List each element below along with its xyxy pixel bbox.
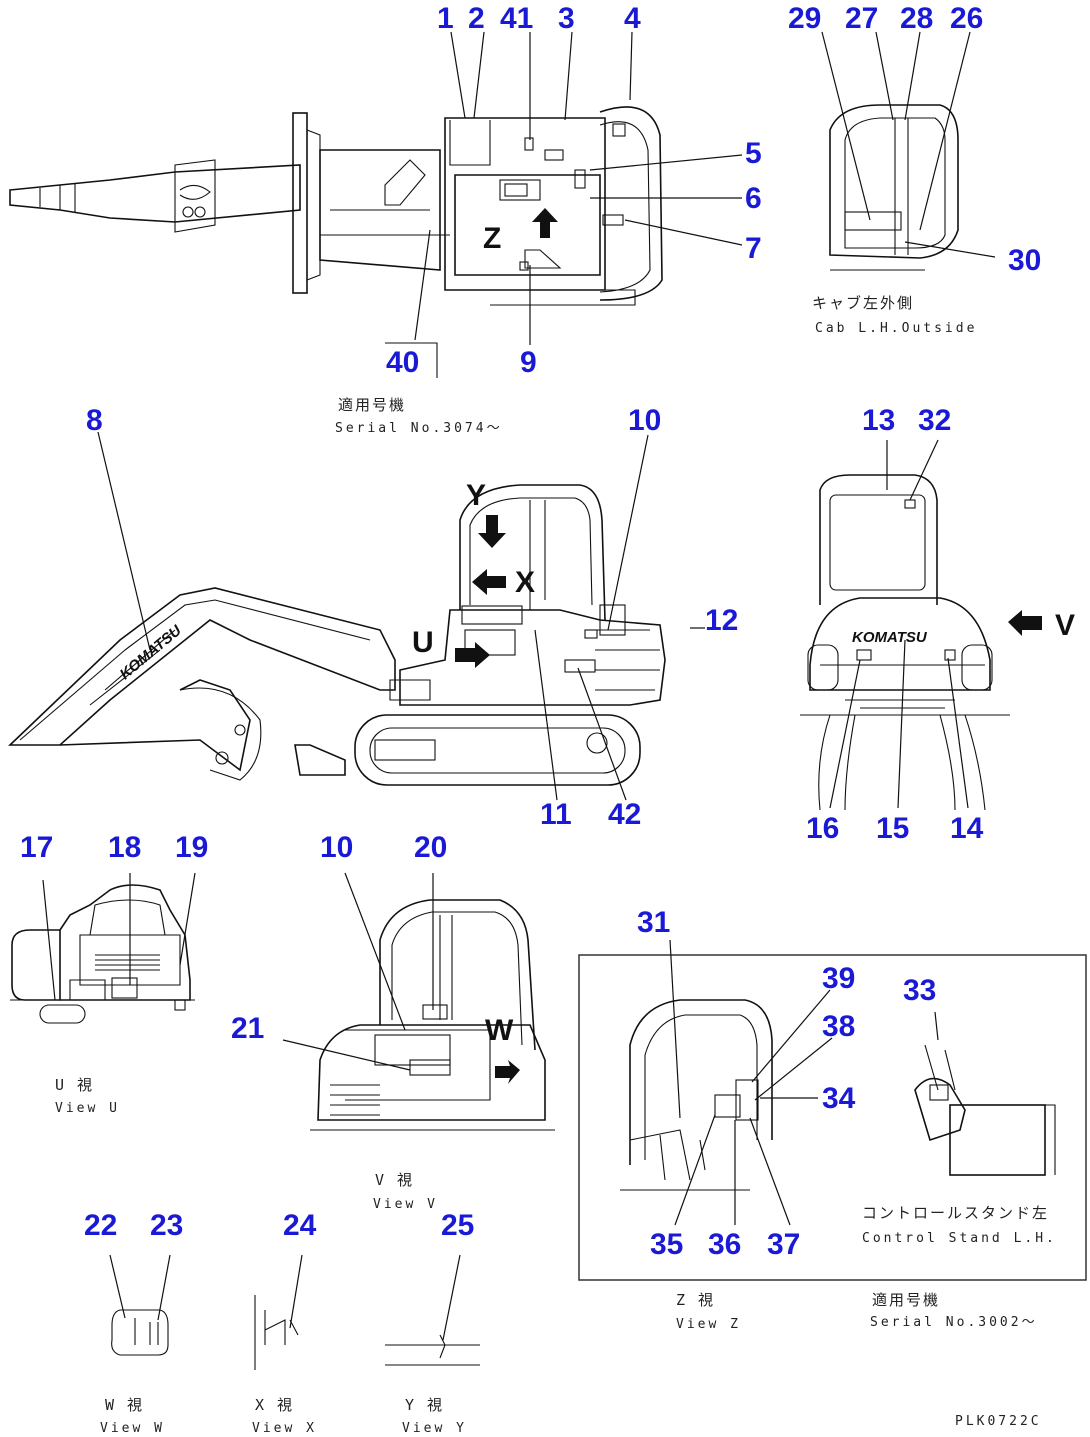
top-view-leaders <box>385 31 743 378</box>
view-z-leaders <box>669 939 939 1226</box>
view-v-drawing: KOMATSU V <box>800 474 1075 811</box>
caption-view-u-en: View U <box>55 1101 120 1116</box>
item-number-14: 14 <box>950 812 984 845</box>
caption-view-u-jp: U 視 <box>55 1076 94 1094</box>
caption-view-v-jp: V 視 <box>375 1171 414 1189</box>
item-number-3: 3 <box>558 2 575 35</box>
side-view-drawing: KOMATSU Y X U <box>8 479 666 786</box>
caption-view-w-jp: W 視 <box>105 1396 144 1414</box>
item-number-36: 36 <box>708 1228 741 1261</box>
item-number-34: 34 <box>822 1082 856 1115</box>
view-letter-w: W <box>485 1014 514 1047</box>
item-number-4: 4 <box>624 2 641 35</box>
view-letter-u: U <box>412 626 434 659</box>
caption-view-y-jp: Y 視 <box>405 1396 444 1414</box>
item-number-39: 39 <box>822 962 855 995</box>
item-number-10-rear: 10 <box>320 831 353 864</box>
cab-lh-outside-leaders <box>821 31 996 258</box>
item-number-23: 23 <box>150 1209 183 1242</box>
caption-applicable-serial-jp: 適用号機 <box>338 396 406 414</box>
caption-view-y-en: View Y <box>402 1421 467 1436</box>
item-number-13: 13 <box>862 404 895 437</box>
view-u-leaders <box>42 872 196 1001</box>
item-number-11: 11 <box>540 798 572 831</box>
view-z-drawing <box>620 999 1056 1191</box>
item-number-26: 26 <box>950 2 983 35</box>
caption-control-stand-en: Control Stand L.H. <box>862 1231 1057 1246</box>
caption-cab-lh-outside-jp: キャブ左外側 <box>812 294 914 312</box>
view-u-drawing <box>10 884 195 1024</box>
cab-lh-outside-drawing <box>829 104 959 271</box>
item-number-12: 12 <box>705 604 738 637</box>
view-letter-x: X <box>515 566 535 599</box>
item-number-25: 25 <box>441 1209 474 1242</box>
item-number-19: 19 <box>175 831 208 864</box>
caption-applicable-serial-en: Serial No.3074～ <box>335 421 503 436</box>
caption-applicable-serial2-jp: 適用号機 <box>872 1291 940 1309</box>
item-number-38: 38 <box>822 1010 855 1043</box>
caption-view-w-en: View W <box>100 1421 165 1436</box>
caption-view-x-en: View X <box>252 1421 317 1436</box>
caption-view-x-jp: X 視 <box>255 1396 294 1414</box>
item-number-31: 31 <box>637 906 670 939</box>
view-v-leaders <box>829 439 969 809</box>
item-number-21: 21 <box>231 1012 264 1045</box>
item-number-10-side: 10 <box>628 404 661 437</box>
item-number-15: 15 <box>876 812 909 845</box>
brand-rear: KOMATSU <box>852 629 928 646</box>
view-y-rear-drawing: W <box>310 899 555 1131</box>
drawing-code: PLK0722C <box>955 1414 1042 1429</box>
caption-cab-lh-outside-en: Cab L.H.Outside <box>815 321 977 336</box>
item-number-17: 17 <box>20 831 53 864</box>
view-z-frame <box>578 954 1087 1281</box>
item-number-41: 41 <box>500 2 533 35</box>
item-number-29: 29 <box>788 2 821 35</box>
side-view-leaders <box>97 431 705 801</box>
caption-applicable-serial2-en: Serial No.3002～ <box>870 1315 1038 1330</box>
item-number-42: 42 <box>608 798 641 831</box>
item-number-labels: 1 2 41 3 4 29 27 28 26 5 6 7 30 40 9 8 1… <box>20 2 1041 1261</box>
item-number-5: 5 <box>745 137 762 170</box>
item-number-1: 1 <box>437 2 454 35</box>
view-y-rear-leaders <box>282 872 434 1071</box>
view-captions: キャブ左外側 Cab L.H.Outside 適用号機 Serial No.30… <box>55 294 1057 1436</box>
item-number-28: 28 <box>900 2 933 35</box>
small-views-leaders <box>109 1254 461 1341</box>
caption-control-stand-jp: コントロールスタンド左 <box>862 1204 1049 1222</box>
item-number-40: 40 <box>386 346 419 379</box>
item-number-6: 6 <box>745 182 762 215</box>
item-number-32: 32 <box>918 404 951 437</box>
item-number-8: 8 <box>86 404 103 437</box>
view-letter-y: Y <box>466 479 486 512</box>
view-letter-v: V <box>1055 609 1075 642</box>
item-number-22: 22 <box>84 1209 117 1242</box>
item-number-18: 18 <box>108 831 141 864</box>
item-number-2: 2 <box>468 2 485 35</box>
small-views-drawing <box>111 1295 480 1370</box>
item-number-27: 27 <box>845 2 878 35</box>
caption-view-v-en: View V <box>373 1197 438 1212</box>
top-view-drawing: Z <box>9 106 663 306</box>
item-number-35: 35 <box>650 1228 683 1261</box>
view-letter-z: Z <box>483 222 501 255</box>
caption-view-z-en: View Z <box>676 1317 741 1332</box>
item-number-20: 20 <box>414 831 447 864</box>
item-number-37: 37 <box>767 1228 800 1261</box>
caption-view-z-jp: Z 視 <box>676 1291 715 1309</box>
item-number-33: 33 <box>903 974 936 1007</box>
item-number-30: 30 <box>1008 244 1041 277</box>
item-number-7: 7 <box>745 232 762 265</box>
item-number-16: 16 <box>806 812 839 845</box>
item-number-24: 24 <box>283 1209 317 1242</box>
item-number-9: 9 <box>520 346 537 379</box>
